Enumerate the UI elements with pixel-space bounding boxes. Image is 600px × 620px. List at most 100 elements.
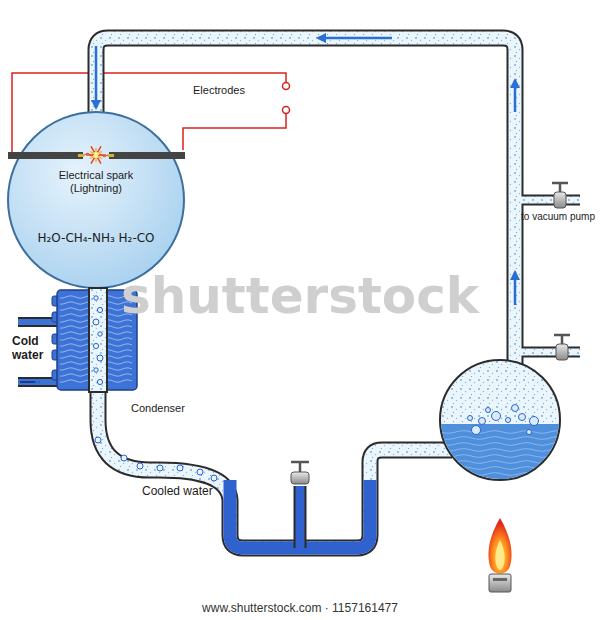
spark-label: Electrical spark (Lightning) bbox=[41, 169, 151, 195]
flask-drawing bbox=[8, 46, 185, 288]
water-wave bbox=[438, 437, 562, 440]
flow-arrow bbox=[514, 272, 517, 305]
stopcock bbox=[554, 335, 570, 360]
flask-water bbox=[438, 424, 562, 484]
water-wave bbox=[438, 461, 562, 464]
bubble bbox=[506, 418, 511, 423]
spark-ray bbox=[98, 158, 102, 164]
spark-ray bbox=[98, 146, 102, 152]
electric-spark bbox=[84, 146, 108, 163]
water-wave bbox=[438, 449, 562, 452]
gas-formula: H₂O-CH₄-NH₃ H₂-CO bbox=[36, 231, 156, 245]
spark-flask: Electrical spark (Lightning) H₂O-CH₄-NH₃ … bbox=[7, 111, 185, 289]
stopcock bbox=[552, 183, 568, 208]
part-label: Electrodes bbox=[193, 84, 245, 97]
water-wave bbox=[438, 455, 562, 458]
droplet bbox=[95, 437, 101, 443]
spark-ray bbox=[95, 148, 96, 152]
flask-outline bbox=[7, 111, 185, 289]
burner-grille bbox=[493, 578, 507, 581]
electrode-rod bbox=[8, 152, 83, 159]
spark-ray bbox=[99, 152, 102, 154]
droplet bbox=[93, 319, 99, 325]
spark-ray bbox=[95, 158, 96, 162]
part-label: Condenser bbox=[131, 402, 201, 415]
watermark: shutterstock bbox=[121, 266, 479, 326]
spark-ray bbox=[91, 146, 95, 152]
spark-ray bbox=[91, 158, 95, 164]
droplet bbox=[121, 455, 127, 461]
bubble bbox=[519, 414, 526, 421]
water-wave bbox=[438, 443, 562, 446]
droplet bbox=[94, 296, 98, 300]
flame-core bbox=[495, 540, 504, 570]
watermark: www.shutterstock.com · 1157161477 bbox=[202, 601, 398, 615]
burner-base bbox=[489, 574, 511, 592]
droplet bbox=[211, 475, 217, 481]
inner-tube bbox=[89, 288, 107, 392]
electrode-rod bbox=[109, 152, 185, 159]
flow-arrow bbox=[95, 46, 98, 108]
spark-ray bbox=[99, 157, 102, 159]
droplet bbox=[157, 465, 163, 471]
wire-terminal bbox=[283, 107, 290, 114]
water-wave bbox=[438, 473, 562, 476]
electrode-wire bbox=[183, 114, 286, 150]
bubble bbox=[468, 416, 473, 421]
stopcock-body bbox=[291, 472, 309, 484]
droplet bbox=[177, 465, 183, 471]
glass-tube bbox=[96, 38, 580, 550]
flow-arrow bbox=[318, 37, 392, 40]
stopcock-body bbox=[554, 192, 566, 208]
wire-terminal bbox=[283, 83, 290, 90]
tube-vapour bbox=[520, 197, 580, 204]
droplet bbox=[93, 343, 98, 348]
tube-vapour bbox=[520, 349, 580, 356]
stopcock-handle bbox=[554, 335, 570, 344]
boiling-bubbles bbox=[468, 405, 539, 435]
stopcock-handle bbox=[552, 183, 568, 192]
bubble bbox=[512, 405, 519, 412]
boiling-water bbox=[438, 424, 562, 484]
spark-ray bbox=[90, 152, 93, 154]
droplet bbox=[94, 368, 98, 372]
burner bbox=[488, 518, 511, 592]
bubble bbox=[530, 417, 539, 426]
water-pipe bbox=[18, 379, 58, 385]
tube-outline bbox=[98, 288, 452, 548]
stopcock bbox=[291, 462, 309, 484]
droplet bbox=[97, 379, 102, 384]
bubble bbox=[486, 408, 491, 413]
part-label: Cooled water bbox=[142, 484, 213, 498]
spark-core bbox=[94, 153, 99, 158]
water-wave bbox=[438, 479, 562, 482]
water-wave bbox=[438, 431, 562, 434]
droplet bbox=[137, 463, 143, 469]
droplet bbox=[97, 307, 102, 312]
tube-vapour bbox=[98, 288, 452, 548]
electrode-tip bbox=[78, 154, 84, 157]
part-label: Cold water bbox=[12, 334, 56, 363]
flow-arrow bbox=[20, 381, 40, 383]
droplet bbox=[197, 469, 203, 475]
stopcock-body bbox=[556, 344, 568, 360]
electrode-tip bbox=[108, 154, 114, 157]
water-waves bbox=[438, 431, 562, 482]
spark-ray bbox=[90, 157, 93, 159]
bubble bbox=[492, 412, 501, 421]
stopcock-handle bbox=[291, 462, 309, 472]
droplet bbox=[97, 355, 103, 361]
water-wave bbox=[438, 467, 562, 470]
droplet bbox=[98, 332, 102, 336]
boiling-flask bbox=[438, 360, 562, 484]
flame bbox=[488, 518, 511, 574]
cooled-water bbox=[296, 486, 305, 550]
part-label: to vacuum pump bbox=[521, 211, 595, 223]
bubble bbox=[527, 430, 532, 435]
spark-bolt bbox=[98, 154, 108, 157]
bubble bbox=[479, 418, 486, 425]
flow-arrow bbox=[514, 80, 517, 112]
flask-glass bbox=[8, 112, 184, 288]
spark-bolt bbox=[84, 153, 94, 156]
